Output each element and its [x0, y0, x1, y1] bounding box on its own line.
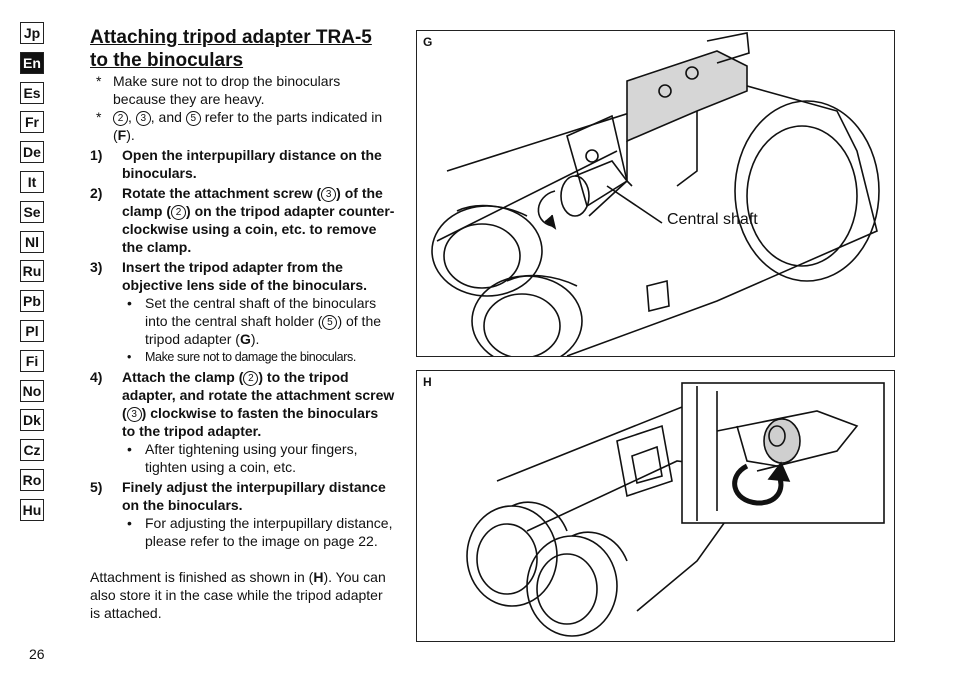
- ending-paragraph: Attachment is finished as shown in (H). …: [90, 569, 386, 621]
- step-5-bullet-1: •For adjusting the interpupillary distan…: [127, 515, 393, 549]
- note-parts: *2, 3, and 5 refer to the parts indicate…: [96, 109, 383, 143]
- lang-tab-dk[interactable]: Dk: [20, 409, 44, 432]
- step-5: 5)Finely adjust the interpupillary dista…: [90, 479, 386, 513]
- figure-g-label: G: [423, 35, 433, 49]
- lang-tab-ru[interactable]: Ru: [20, 260, 44, 283]
- lang-tab-se[interactable]: Se: [20, 200, 44, 223]
- lang-tab-pl[interactable]: Pl: [20, 319, 44, 342]
- step-4-bullet-1: •After tightening using your fingers, ti…: [127, 441, 358, 475]
- note-heavy: *Make sure not to drop the binoculars be…: [96, 73, 341, 107]
- lang-tab-it[interactable]: It: [20, 170, 44, 193]
- lang-tab-ro[interactable]: Ro: [20, 468, 44, 491]
- step-4: 4)Attach the clamp (2) to the tripod ada…: [90, 369, 395, 439]
- lang-tab-es[interactable]: Es: [20, 81, 44, 104]
- lang-tab-nl[interactable]: Nl: [20, 230, 44, 253]
- attached-adapter-illustration: [466, 382, 885, 637]
- instructions-column: Attaching tripod adapter TRA-5 to the bi…: [90, 26, 395, 636]
- lang-tab-jp[interactable]: Jp: [20, 22, 44, 44]
- figure-h-label: H: [423, 375, 432, 389]
- step-1: 1)Open the interpupillary distance on th…: [90, 147, 382, 181]
- lang-tab-fi[interactable]: Fi: [20, 349, 44, 372]
- step-2: 2)Rotate the attachment screw (3) of the…: [90, 185, 395, 255]
- language-tabs: Jp En Es Fr De It Se Nl Ru Pb Pl Fi No D…: [20, 22, 44, 529]
- page-number: 26: [29, 646, 45, 662]
- central-shaft-callout: Central shaft: [667, 211, 758, 228]
- lang-tab-hu[interactable]: Hu: [20, 498, 44, 521]
- lang-tab-fr[interactable]: Fr: [20, 111, 44, 134]
- lang-tab-de[interactable]: De: [20, 141, 44, 164]
- step-3: 3)Insert the tripod adapter from the obj…: [90, 259, 368, 293]
- step-3-bullet-2: •Make sure not to damage the binoculars.: [127, 350, 356, 364]
- figure-g: G: [416, 30, 895, 357]
- binoculars-tripod-adapter-illustration: [431, 32, 880, 356]
- lang-tab-en[interactable]: En: [20, 51, 44, 74]
- step-3-bullet-1: •Set the central shaft of the binoculars…: [127, 295, 382, 347]
- lang-tab-no[interactable]: No: [20, 379, 44, 402]
- page-title: Attaching tripod adapter TRA-5 to the bi…: [90, 27, 372, 71]
- lang-tab-pb[interactable]: Pb: [20, 290, 44, 313]
- figure-h: H: [416, 370, 895, 642]
- lang-tab-cz[interactable]: Cz: [20, 439, 44, 462]
